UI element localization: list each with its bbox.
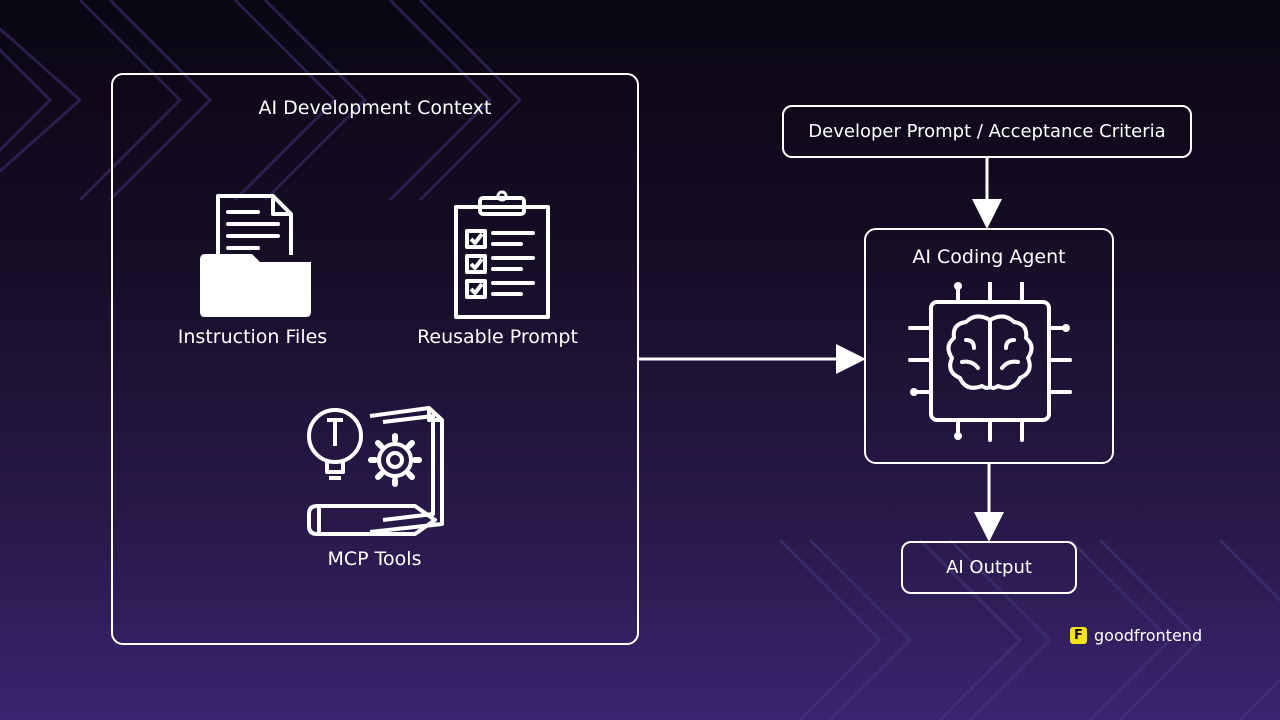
brand-logo-icon: F [1070, 627, 1087, 644]
agent-title: AI Coding Agent [912, 246, 1066, 268]
brand-watermark: F goodfrontend [1070, 626, 1202, 645]
brand-name: goodfrontend [1094, 626, 1203, 645]
ai-output-label: AI Output [946, 557, 1032, 578]
reusable-prompt-item: Reusable Prompt [405, 190, 590, 348]
clipboard-checklist-icon [453, 190, 550, 319]
mcp-tools-item: MCP Tools [282, 402, 467, 570]
brain-chip-icon [908, 282, 1072, 442]
instruction-files-item: Instruction Files [160, 190, 345, 348]
lightbulb-gear-blueprint-icon [306, 406, 444, 536]
reusable-prompt-label: Reusable Prompt [417, 326, 578, 348]
developer-prompt-label: Developer Prompt / Acceptance Criteria [808, 121, 1166, 142]
ai-coding-agent-box: AI Coding Agent [864, 228, 1114, 464]
folder-document-icon [199, 194, 311, 317]
ai-output-box: AI Output [901, 541, 1077, 594]
ai-development-context-box: AI Development Context [111, 73, 639, 645]
developer-prompt-box: Developer Prompt / Acceptance Criteria [782, 105, 1192, 158]
instruction-files-label: Instruction Files [177, 326, 328, 348]
mcp-tools-label: MCP Tools [327, 548, 422, 570]
context-box-title: AI Development Context [258, 97, 492, 119]
